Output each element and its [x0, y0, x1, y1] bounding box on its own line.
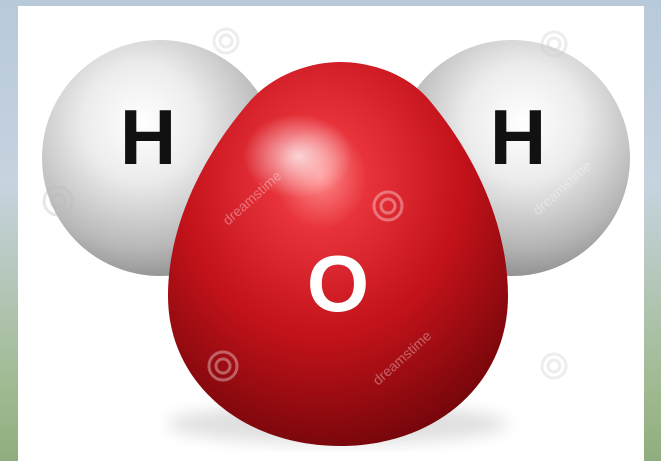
watermark-spiral-icon	[42, 185, 74, 217]
oxygen-label: O	[307, 239, 369, 328]
oxygen-atom	[168, 62, 508, 446]
watermark-spiral-icon	[207, 350, 239, 382]
water-molecule-image: H H O dreamstime dreamstime dreamstime	[18, 6, 644, 461]
watermark-spiral-icon	[540, 352, 568, 380]
watermark-spiral-icon	[212, 27, 240, 55]
hydrogen-left-label: H	[120, 93, 176, 181]
watermark-spiral-icon	[540, 30, 568, 58]
watermark-spiral-icon	[372, 190, 404, 222]
hydrogen-right-label: H	[490, 93, 546, 181]
molecule-illustration: H H O dreamstime dreamstime dreamstime	[42, 27, 630, 446]
